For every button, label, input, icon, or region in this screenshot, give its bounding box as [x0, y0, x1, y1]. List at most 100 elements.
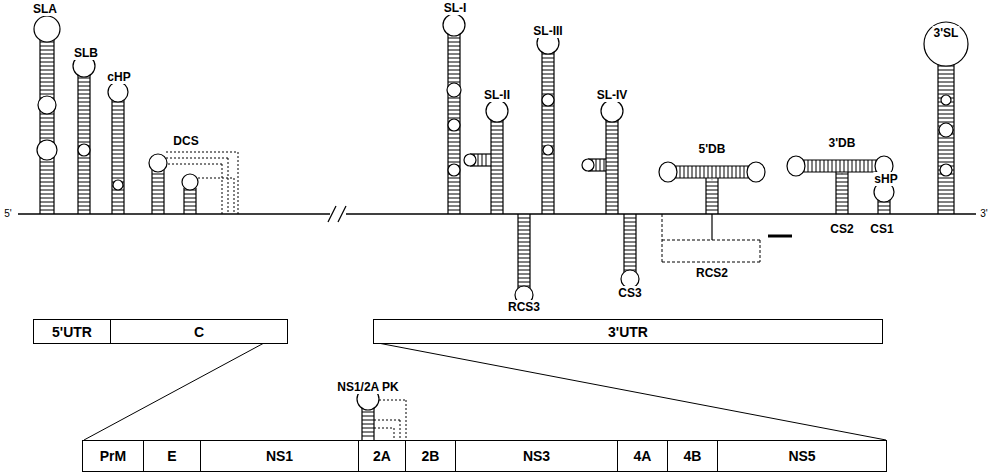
rna-stroke [448, 70, 460, 71]
rna-stroke [40, 170, 54, 171]
rna-loop [37, 140, 57, 160]
rna-loop [464, 154, 476, 166]
rna-stroke [938, 122, 954, 123]
rna-stroke [518, 230, 530, 231]
rna-stroke [112, 106, 124, 107]
rna-stroke [184, 210, 196, 211]
rna-stroke [518, 234, 530, 235]
rna-stroke [938, 90, 954, 91]
rna-stroke [448, 102, 460, 103]
rna-stroke [606, 198, 618, 199]
rna-stroke [542, 126, 554, 127]
rna-stroke [78, 142, 90, 143]
rna-stroke [542, 210, 554, 211]
rna-stroke [518, 218, 530, 219]
rna-stroke [491, 130, 503, 131]
rna-stroke [938, 146, 954, 147]
rna-stroke [112, 170, 124, 171]
rna-stroke [40, 182, 54, 183]
rna-stroke [112, 142, 124, 143]
rna-stroke [624, 234, 636, 235]
rna-stroke [542, 90, 554, 91]
rna-stroke [40, 138, 54, 139]
protein-segment-box: NS3 [455, 440, 618, 472]
rna-stroke [78, 78, 90, 79]
rna-stroke [706, 206, 718, 207]
rna-stroke [40, 210, 54, 211]
rna-stroke [374, 428, 394, 429]
rna-stroke [938, 70, 954, 71]
rna-stroke [836, 206, 848, 207]
rna-loop [542, 94, 554, 106]
rna-loop [747, 162, 765, 182]
rna-stroke [542, 74, 554, 75]
rna-stroke [700, 166, 701, 178]
rna-stroke [448, 190, 460, 191]
rna-stroke [346, 213, 976, 214]
rna-stroke [938, 110, 954, 111]
rna-stroke [938, 194, 954, 195]
rna-stroke [836, 194, 848, 195]
rna-stroke [848, 160, 849, 172]
rna-stroke [448, 146, 460, 147]
rna-stroke [606, 134, 618, 135]
rna-loop [443, 14, 465, 36]
rna-stroke [518, 246, 530, 247]
rna-stroke [938, 106, 954, 107]
structure-label: 5'DB [698, 142, 727, 156]
rna-stroke [706, 198, 718, 199]
rna-stroke [40, 166, 54, 167]
region-label: E [167, 448, 176, 464]
rna-stroke [706, 210, 718, 211]
rna-stroke [491, 206, 503, 207]
rna-stroke [491, 190, 503, 191]
rna-stroke [606, 210, 618, 211]
rna-stroke [112, 114, 124, 115]
rna-stroke [78, 190, 90, 191]
rna-loop [34, 16, 60, 42]
rna-stroke [40, 70, 54, 71]
genome-region-box: 5'UTR [33, 319, 111, 344]
rna-stroke [606, 174, 618, 175]
region-label: 5'UTR [52, 324, 92, 340]
rna-stroke [78, 206, 90, 207]
rna-stroke [40, 130, 54, 131]
rna-stroke [518, 274, 530, 275]
structure-label: 3' [979, 207, 988, 221]
rna-stroke [491, 174, 503, 175]
rna-stroke [624, 226, 636, 227]
rna-stroke [40, 90, 54, 91]
rna-stroke [606, 194, 618, 195]
rna-stroke [448, 202, 460, 203]
rna-stroke [724, 166, 725, 178]
rna-stroke [692, 166, 693, 178]
rna-stroke [152, 198, 164, 199]
rna-stroke [362, 412, 374, 413]
rna-stroke [542, 138, 554, 139]
rna-stroke [864, 160, 865, 172]
rna-stroke [78, 110, 90, 111]
rna-stroke [706, 194, 718, 195]
rna-loop [113, 180, 123, 190]
region-label: 4A [634, 448, 652, 464]
rna-stroke [112, 178, 124, 179]
rna-stroke [706, 186, 718, 187]
rna-stroke [78, 114, 90, 115]
rna-stroke [606, 182, 618, 183]
rna-stroke [606, 178, 618, 179]
rna-stroke [518, 238, 530, 239]
rna-stroke [374, 420, 400, 421]
rna-stroke [448, 110, 460, 111]
region-label: C [194, 324, 204, 340]
structure-label: SL-IV [596, 88, 629, 102]
genome-region-box: 3'UTR [373, 319, 883, 344]
rna-stroke [938, 150, 954, 151]
rna-stroke [448, 162, 460, 163]
rna-loop [582, 159, 594, 171]
rna-stroke [78, 94, 90, 95]
rna-stroke [542, 194, 554, 195]
rna-stroke [222, 164, 223, 214]
rna-stroke [688, 166, 689, 178]
rna-stroke [606, 206, 618, 207]
rna-stroke [542, 186, 554, 187]
